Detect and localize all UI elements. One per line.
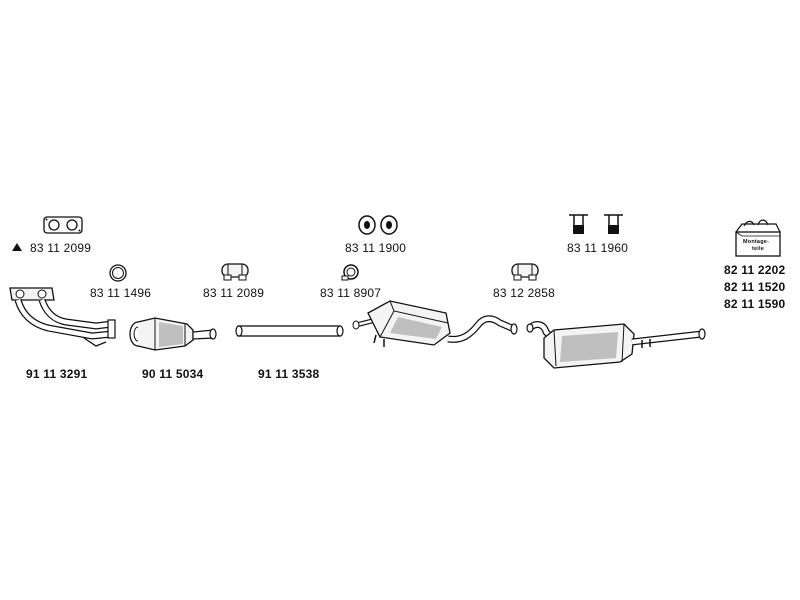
catalytic-converter-icon	[129, 317, 217, 351]
label-clamp-3: 83 12 2858	[493, 286, 556, 300]
label-catalytic-converter: 90 11 5034	[142, 367, 204, 381]
label-intermediate-pipe: 91 11 3538	[258, 367, 320, 381]
hanger-icon	[569, 214, 623, 234]
label-front-pipe: 91 11 3291	[26, 367, 88, 381]
label-gasket-front: 83 11 2099	[30, 241, 92, 255]
front-pipe-icon	[9, 287, 116, 347]
label-ring-seal: 83 11 1496	[90, 286, 152, 300]
ring-seal-icon	[109, 264, 127, 282]
label-rubber-mount-pair: 83 11 1900	[345, 241, 407, 255]
clamp-icon	[221, 263, 249, 281]
rubber-mount-icon	[358, 215, 398, 235]
warning-triangle-icon	[12, 243, 22, 251]
mounting-kit-box-icon	[735, 219, 781, 257]
rear-silencer-icon	[526, 321, 706, 369]
label-kit-1: 82 11 2202	[724, 263, 786, 277]
clamp-icon-2	[511, 263, 539, 281]
middle-silencer-icon	[352, 300, 518, 347]
intermediate-pipe-icon	[235, 325, 344, 337]
label-clamp-1: 83 11 2089	[203, 286, 265, 300]
label-clamp-2: 83 11 8907	[320, 286, 382, 300]
label-kit-3: 82 11 1590	[724, 297, 786, 311]
mounting-kit-label-line1: Montage-	[743, 239, 770, 245]
label-hanger-pair: 83 11 1960	[567, 241, 629, 255]
gasket-icon	[43, 216, 83, 234]
label-kit-2: 82 11 1520	[724, 280, 786, 294]
mounting-kit-label-line2: teile	[752, 246, 765, 252]
clamp-small-icon	[341, 264, 359, 281]
